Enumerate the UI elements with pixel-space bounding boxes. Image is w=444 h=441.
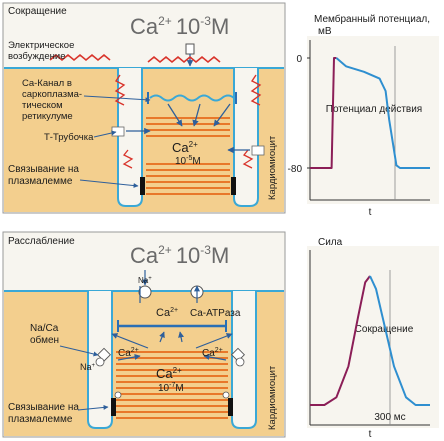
contraction-sr-stripes [146,117,230,195]
binding-block-left-relax [111,398,116,416]
chart1-title: Мембранный потенциал, [314,13,430,25]
binding-block-left [140,177,145,195]
atpase-label: Ca-ATPаза [190,308,241,319]
relaxation-ca-inside-conc: 10-7M [158,382,184,394]
electric-label-line2: возбуждение [8,51,65,62]
ca-channel-top [185,43,195,55]
channel-label-line3: тическом [22,100,63,111]
na-top-label: Na+ [138,276,152,285]
exchange-label-line1: Na/Ca [30,323,59,334]
chart1-ylabel: мВ [318,26,332,37]
chart1-ytick-0: 0 [296,54,302,65]
chart1-xlabel: t [369,207,372,218]
relaxation-ca-inside: Ca2+ [156,366,182,381]
na-ca-exchanger-top [138,285,152,299]
force-chart: Сила t Сокращение 300 мс [307,237,439,440]
binding-block-right-relax [228,398,233,416]
contraction-title: Сокращение [8,6,67,17]
chart1-annotation: Потенциал действия [326,104,422,115]
chart2-annotation: Сокращение [355,324,414,335]
binding-block-right [231,177,236,195]
chart1-curve-decay [335,57,430,169]
sr-channel-wave [149,94,235,102]
ca-right-label: Ca2+ [202,347,223,359]
relaxation-binding-line1: Связывание на [8,402,79,413]
relaxation-title: Расслабление [8,235,75,247]
excitation-zigzag-top [147,55,221,64]
t-tubule-right [233,68,259,207]
excitation-zigzag-left [49,53,111,62]
chart1-ytick-80: -80 [288,164,303,175]
membrane-potential-chart: Мембранный потенциал,мВ 0 -80 t Потенциал де… [288,13,439,218]
channel-label-line2: саркоплазма- [22,89,82,100]
t-tubule-label: Т-Трубочка [44,132,94,143]
contraction-ca-inside-conc: 10-5M [175,155,201,167]
ca-pump-label: Ca2+ [156,307,178,319]
chart2-curve-rise [310,275,371,406]
relaxation-cell-label: Кардиомиоцит [267,365,278,430]
t-tubule-right-relax [231,291,257,429]
contraction-binding-line1: Связывание на [8,164,79,175]
chart1-bg [307,36,439,204]
chart2-title: Сила [318,237,343,248]
na-left-label: Na+ [80,362,96,372]
electric-label-line1: Электрическое [8,40,74,51]
contraction-cell-label: Кардиомиоцит [267,135,278,200]
chart2-curve-decay [369,275,430,406]
contraction-ca-inside: Ca2+ [172,140,198,155]
relaxation-ca-outside: Ca2+10-3M [130,243,229,268]
channel-label-line4: ретикулуме [22,111,73,122]
chart2-bg [307,246,439,428]
channel-label-line1: Ca-Канал в [22,78,72,89]
chart2-scale-label: 300 мс [374,412,405,423]
chart2-xlabel: t [369,429,372,440]
chart1-curve-rise [310,57,337,169]
exchange-label-line2: обмен [30,334,59,346]
contraction-panel: Сокращение Ca2+10-3M Электрическое возбу… [2,2,286,214]
t-tubule-left [117,68,143,207]
contraction-binding-line2: плазмалемме [8,176,73,187]
relaxation-binding-line2: плазмалемме [8,414,73,425]
contraction-ca-outside: Ca2+10-3M [130,14,229,39]
ca-left-label: Ca2+ [118,347,139,359]
relaxation-panel: Расслабление Ca2+10-3M Na+ Ca2+ Ca-ATPаз… [2,231,286,438]
